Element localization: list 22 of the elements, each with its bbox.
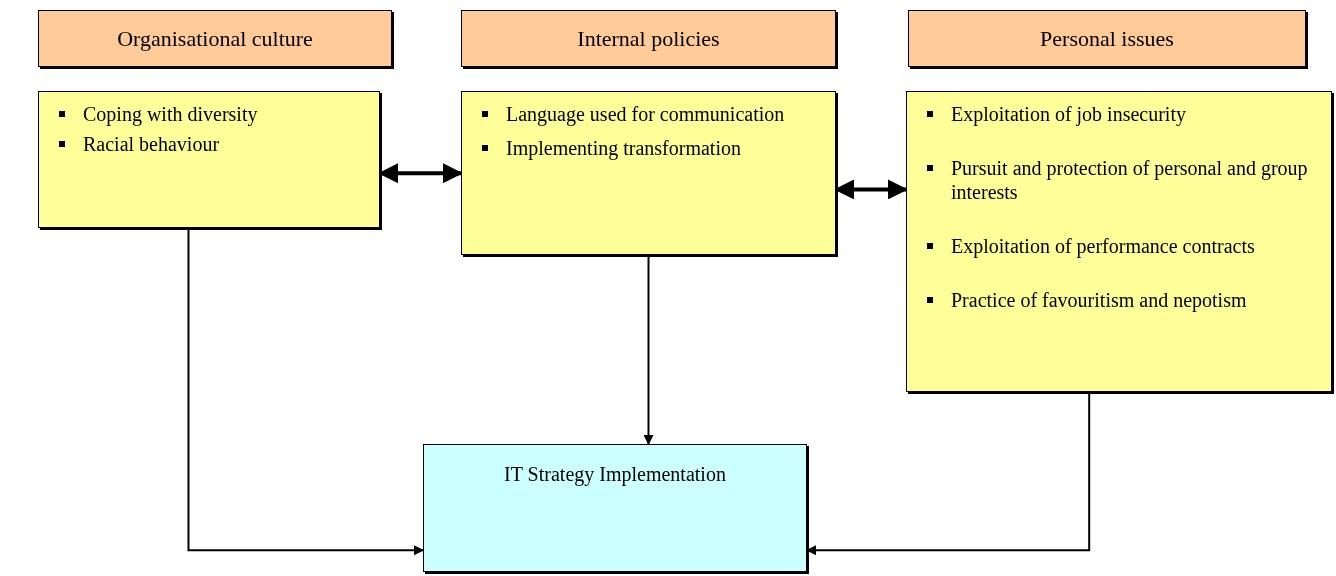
target-box	[423, 444, 807, 572]
target-text: IT Strategy Implementation	[504, 462, 726, 488]
arrow	[643, 254, 654, 445]
bullet-item: Exploitation of job insecurity	[927, 102, 1323, 126]
factor-box	[38, 91, 380, 228]
header-text: Personal issues	[1040, 25, 1174, 53]
arrow	[806, 391, 1091, 556]
bullet-item: Language used for communication	[482, 102, 827, 126]
bullet-item: Coping with diversity	[59, 102, 371, 126]
bullet-item: Exploitation of performance contracts	[927, 234, 1323, 258]
bullet-item: Racial behaviour	[59, 132, 371, 156]
header-text: Internal policies	[577, 25, 720, 53]
factor-box	[906, 91, 1332, 392]
bullet-item: Implementing transformation	[482, 136, 827, 160]
factor-box	[461, 91, 836, 255]
category-header-box	[38, 10, 392, 67]
bullet-item: Practice of favouritism and nepotism	[927, 288, 1323, 312]
header-text: Organisational culture	[117, 25, 313, 53]
bullet-item: Pursuit and protection of personal and group interests	[927, 156, 1323, 204]
arrow	[187, 227, 424, 556]
category-header-box	[461, 10, 836, 67]
category-header-box	[908, 10, 1306, 67]
